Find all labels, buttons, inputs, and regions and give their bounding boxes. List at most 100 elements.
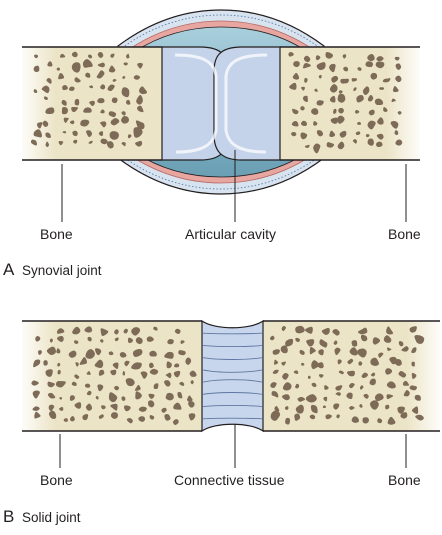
bone-pore xyxy=(100,109,105,114)
bone-pore xyxy=(297,396,306,402)
bone-pore xyxy=(110,369,117,376)
bone-pore xyxy=(59,396,63,400)
bone-pore xyxy=(71,62,81,73)
connective-fiber xyxy=(202,344,263,348)
bone-pore xyxy=(333,340,338,345)
label-bone-left-b: Bone xyxy=(40,472,73,488)
bone-pore xyxy=(401,346,409,352)
bone-pore xyxy=(110,118,120,126)
bone-pore xyxy=(294,413,301,421)
bone-pore xyxy=(82,414,89,421)
bone-pore xyxy=(299,349,305,355)
bone-pore xyxy=(411,347,417,354)
bone-pore xyxy=(167,339,174,345)
bone-pore xyxy=(386,381,396,389)
bone-pore xyxy=(149,362,154,369)
bone-pore xyxy=(127,337,134,344)
bone-pore xyxy=(149,368,159,375)
bone-pore xyxy=(126,53,130,59)
bone-pore xyxy=(409,326,417,333)
bone-pore xyxy=(59,53,66,58)
bone-pore xyxy=(369,378,376,386)
bone-pore xyxy=(415,414,424,421)
bone-pore xyxy=(351,416,359,423)
bone-pore xyxy=(74,77,81,83)
bone-pore xyxy=(178,350,186,356)
bone-pore xyxy=(377,418,383,424)
bone-pore xyxy=(281,361,286,366)
bone-pore xyxy=(62,131,67,134)
bone-pore xyxy=(33,65,40,73)
bone-pore xyxy=(122,370,126,376)
right-articular-cartilage xyxy=(213,46,281,161)
bone-pore xyxy=(61,99,67,106)
bone-pore xyxy=(403,390,410,397)
bone-pore xyxy=(309,414,316,420)
bone-pore xyxy=(338,370,344,375)
bone-pore xyxy=(74,374,80,379)
bone-pore xyxy=(131,327,141,336)
bone-pore xyxy=(377,117,384,125)
bone-pore xyxy=(349,347,358,356)
bone-pore xyxy=(31,380,39,386)
bone-pore xyxy=(96,70,105,79)
bone-pore xyxy=(47,381,55,388)
bone-pore xyxy=(351,78,358,82)
bone-pore xyxy=(322,405,327,409)
bone-pore xyxy=(41,85,50,94)
label-articular-cavity: Articular cavity xyxy=(185,226,277,242)
bone-pore xyxy=(46,78,52,84)
bone-pore xyxy=(397,111,402,115)
bone-pore xyxy=(68,86,75,91)
label-bone-left-a: Bone xyxy=(40,226,73,242)
bone-pore xyxy=(98,369,105,376)
bone-pore xyxy=(295,325,305,334)
bone-pore xyxy=(363,393,369,399)
bone-pore xyxy=(48,410,57,420)
bone-pore xyxy=(173,402,182,410)
bone-pore xyxy=(161,407,167,413)
bone-pore xyxy=(42,120,49,127)
bone-pore xyxy=(374,393,384,402)
bone-pore xyxy=(153,383,159,390)
bone-pore xyxy=(357,67,362,71)
connective-fiber xyxy=(202,379,263,383)
bone-pore xyxy=(317,362,324,369)
bone-pore xyxy=(411,372,417,379)
bone-pore xyxy=(385,404,390,410)
bone-pore xyxy=(45,132,51,138)
bone-pore xyxy=(375,61,385,69)
bone-pore xyxy=(378,352,384,358)
bone-pore xyxy=(56,67,61,71)
bone-pore xyxy=(314,88,318,92)
bone-pore xyxy=(325,52,334,59)
bone-pore xyxy=(69,416,75,422)
bone-pore xyxy=(95,348,102,356)
bone-pore xyxy=(272,349,280,355)
bone-pore xyxy=(188,413,196,421)
bone-pore xyxy=(74,340,79,344)
bone-pore xyxy=(292,72,300,80)
connective-fiber xyxy=(202,392,263,395)
bone-pore xyxy=(85,349,95,359)
bone-pore xyxy=(285,417,291,425)
bone-pore xyxy=(85,72,91,78)
bone-pore xyxy=(112,362,119,369)
bone-pore xyxy=(84,326,93,333)
synovial-joint-illustration xyxy=(22,9,420,222)
bone-pore xyxy=(337,93,346,103)
bone-pore xyxy=(87,336,92,342)
bone-pore xyxy=(270,382,277,389)
bone-pore xyxy=(83,107,92,113)
bone-pore xyxy=(88,140,93,144)
bone-pore xyxy=(121,87,130,98)
spongy-bone-pores-b xyxy=(31,325,425,425)
capsule-fiber-line xyxy=(121,14,321,190)
spongy-bone-pores xyxy=(30,51,403,154)
bone-pore xyxy=(339,130,347,138)
bone-pore xyxy=(357,121,362,125)
bone-pore xyxy=(57,362,61,367)
bone-pore xyxy=(138,406,147,412)
bone-pore xyxy=(100,328,109,337)
bone-pore xyxy=(295,337,300,343)
